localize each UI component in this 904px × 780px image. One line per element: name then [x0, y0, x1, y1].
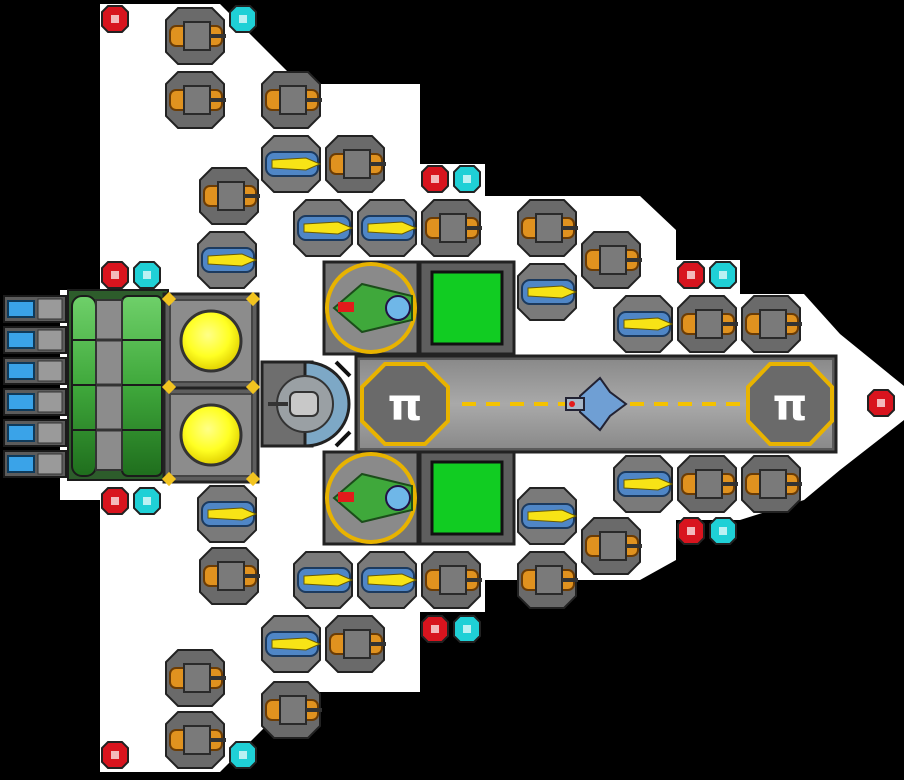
red-node-icon[interactable] — [677, 261, 705, 289]
thruster-icon[interactable] — [3, 388, 67, 416]
missile-launcher-icon[interactable] — [261, 135, 322, 193]
missile-launcher-icon[interactable] — [517, 487, 578, 545]
thruster-icon[interactable] — [3, 326, 67, 354]
autocannon-turret-icon[interactable] — [421, 199, 482, 257]
drone-bay-upper[interactable] — [322, 260, 420, 356]
missile-launcher-icon[interactable] — [357, 551, 418, 609]
node-layer — [101, 5, 895, 769]
radar-dome-module[interactable] — [260, 360, 352, 448]
control-console-upper[interactable] — [418, 260, 516, 356]
landing-pad-right[interactable]: π — [746, 362, 834, 446]
thruster-icon[interactable] — [3, 419, 67, 447]
thruster-icon[interactable] — [3, 295, 67, 323]
reactor-core-lower[interactable] — [161, 379, 261, 487]
autocannon-turret-icon[interactable] — [165, 71, 226, 129]
autocannon-turret-icon[interactable] — [581, 231, 642, 289]
pad-glyph-right: π — [773, 380, 808, 431]
reactor-core-upper[interactable] — [161, 291, 261, 390]
fuel-tank-cluster[interactable] — [67, 289, 169, 481]
cyan-node-icon[interactable] — [709, 517, 737, 545]
autocannon-turret-icon[interactable] — [165, 711, 226, 769]
thruster-icon[interactable] — [3, 357, 67, 385]
autocannon-turret-icon[interactable] — [325, 615, 386, 673]
drone-bay-lower[interactable] — [322, 450, 420, 546]
missile-launcher-icon[interactable] — [613, 455, 674, 513]
missile-launcher-icon[interactable] — [293, 551, 354, 609]
autocannon-turret-icon[interactable] — [677, 295, 738, 353]
autocannon-turret-icon[interactable] — [199, 167, 260, 225]
missile-launcher-icon[interactable] — [197, 231, 258, 289]
pad-glyph-left: π — [388, 380, 423, 431]
cyan-node-icon[interactable] — [133, 487, 161, 515]
red-node-icon[interactable] — [101, 487, 129, 515]
autocannon-turret-icon[interactable] — [517, 551, 578, 609]
cyan-node-icon[interactable] — [709, 261, 737, 289]
autocannon-turret-icon[interactable] — [165, 7, 226, 65]
cyan-node-icon[interactable] — [229, 741, 257, 769]
red-node-icon[interactable] — [421, 165, 449, 193]
autocannon-turret-icon[interactable] — [325, 135, 386, 193]
missile-launcher-icon[interactable] — [293, 199, 354, 257]
autocannon-turret-icon[interactable] — [677, 455, 738, 513]
red-node-icon[interactable] — [101, 5, 129, 33]
autocannon-turret-icon[interactable] — [517, 199, 578, 257]
thruster-bank[interactable] — [3, 295, 67, 478]
missile-launcher-icon[interactable] — [613, 295, 674, 353]
autocannon-turret-icon[interactable] — [741, 455, 802, 513]
cyan-node-icon[interactable] — [229, 5, 257, 33]
red-node-icon[interactable] — [867, 389, 895, 417]
autocannon-turret-icon[interactable] — [421, 551, 482, 609]
red-node-icon[interactable] — [101, 741, 129, 769]
cyan-node-icon[interactable] — [133, 261, 161, 289]
turret-layer — [165, 7, 802, 769]
missile-launcher-icon[interactable] — [261, 615, 322, 673]
fighter-icon[interactable] — [565, 376, 628, 432]
cyan-node-icon[interactable] — [453, 165, 481, 193]
missile-launcher-icon[interactable] — [517, 263, 578, 321]
autocannon-turret-icon[interactable] — [199, 547, 260, 605]
red-node-icon[interactable] — [421, 615, 449, 643]
autocannon-turret-icon[interactable] — [581, 517, 642, 575]
autocannon-turret-icon[interactable] — [741, 295, 802, 353]
thruster-icon[interactable] — [3, 450, 67, 478]
missile-launcher-icon[interactable] — [197, 485, 258, 543]
autocannon-turret-icon[interactable] — [165, 649, 226, 707]
control-console-lower[interactable] — [418, 450, 516, 546]
autocannon-turret-icon[interactable] — [261, 681, 322, 739]
missile-launcher-icon[interactable] — [357, 199, 418, 257]
landing-pad-left[interactable]: π — [360, 362, 450, 446]
cyan-node-icon[interactable] — [453, 615, 481, 643]
autocannon-turret-icon[interactable] — [261, 71, 322, 129]
red-node-icon[interactable] — [677, 517, 705, 545]
red-node-icon[interactable] — [101, 261, 129, 289]
